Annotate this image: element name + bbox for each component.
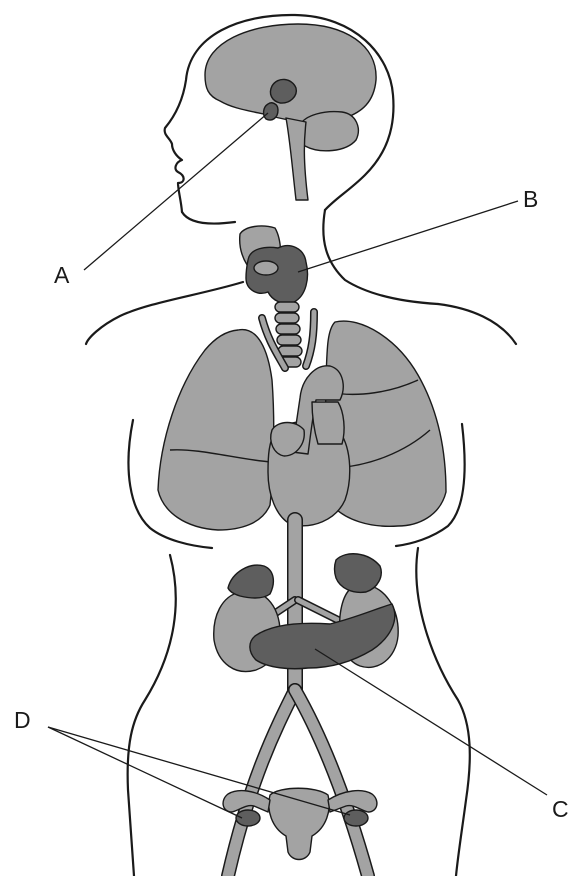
cerebellum (298, 112, 358, 151)
neck-right (323, 210, 438, 304)
jaw-line (182, 212, 235, 224)
thyroid-region (240, 226, 308, 303)
trachea-ring-3 (276, 324, 300, 334)
right-waist (416, 548, 469, 876)
leader-line-c (315, 649, 547, 795)
label-b: B (523, 188, 538, 211)
leader-line-d-right (48, 727, 350, 815)
leader-line-b (298, 201, 518, 272)
hypothalamus (270, 79, 296, 103)
leader-line-d-left (48, 727, 242, 818)
renal-right-fill (298, 600, 338, 620)
brain (205, 24, 376, 200)
trachea-ring-2 (275, 313, 299, 323)
trachea-ring-4 (277, 335, 301, 345)
right-shoulder (438, 304, 516, 344)
left-waist (128, 555, 176, 876)
left-ovary (236, 810, 260, 826)
larynx-cartilage (254, 261, 278, 275)
cerebrum (205, 24, 376, 122)
thyroid-gland (246, 246, 308, 304)
label-c: C (552, 798, 569, 821)
left-adrenal-gland (228, 565, 273, 598)
pituitary-gland (264, 103, 278, 120)
brainstem (286, 118, 308, 200)
trachea-ring-1 (275, 302, 299, 312)
pulmonary-trunk (312, 402, 344, 444)
heart-region (268, 366, 350, 526)
left-lung (158, 330, 274, 530)
right-ovary (344, 810, 368, 826)
right-adrenal-gland (335, 554, 382, 593)
label-d: D (14, 709, 31, 732)
uterus (269, 788, 329, 859)
left-shoulder (86, 282, 243, 344)
label-a: A (54, 264, 69, 287)
